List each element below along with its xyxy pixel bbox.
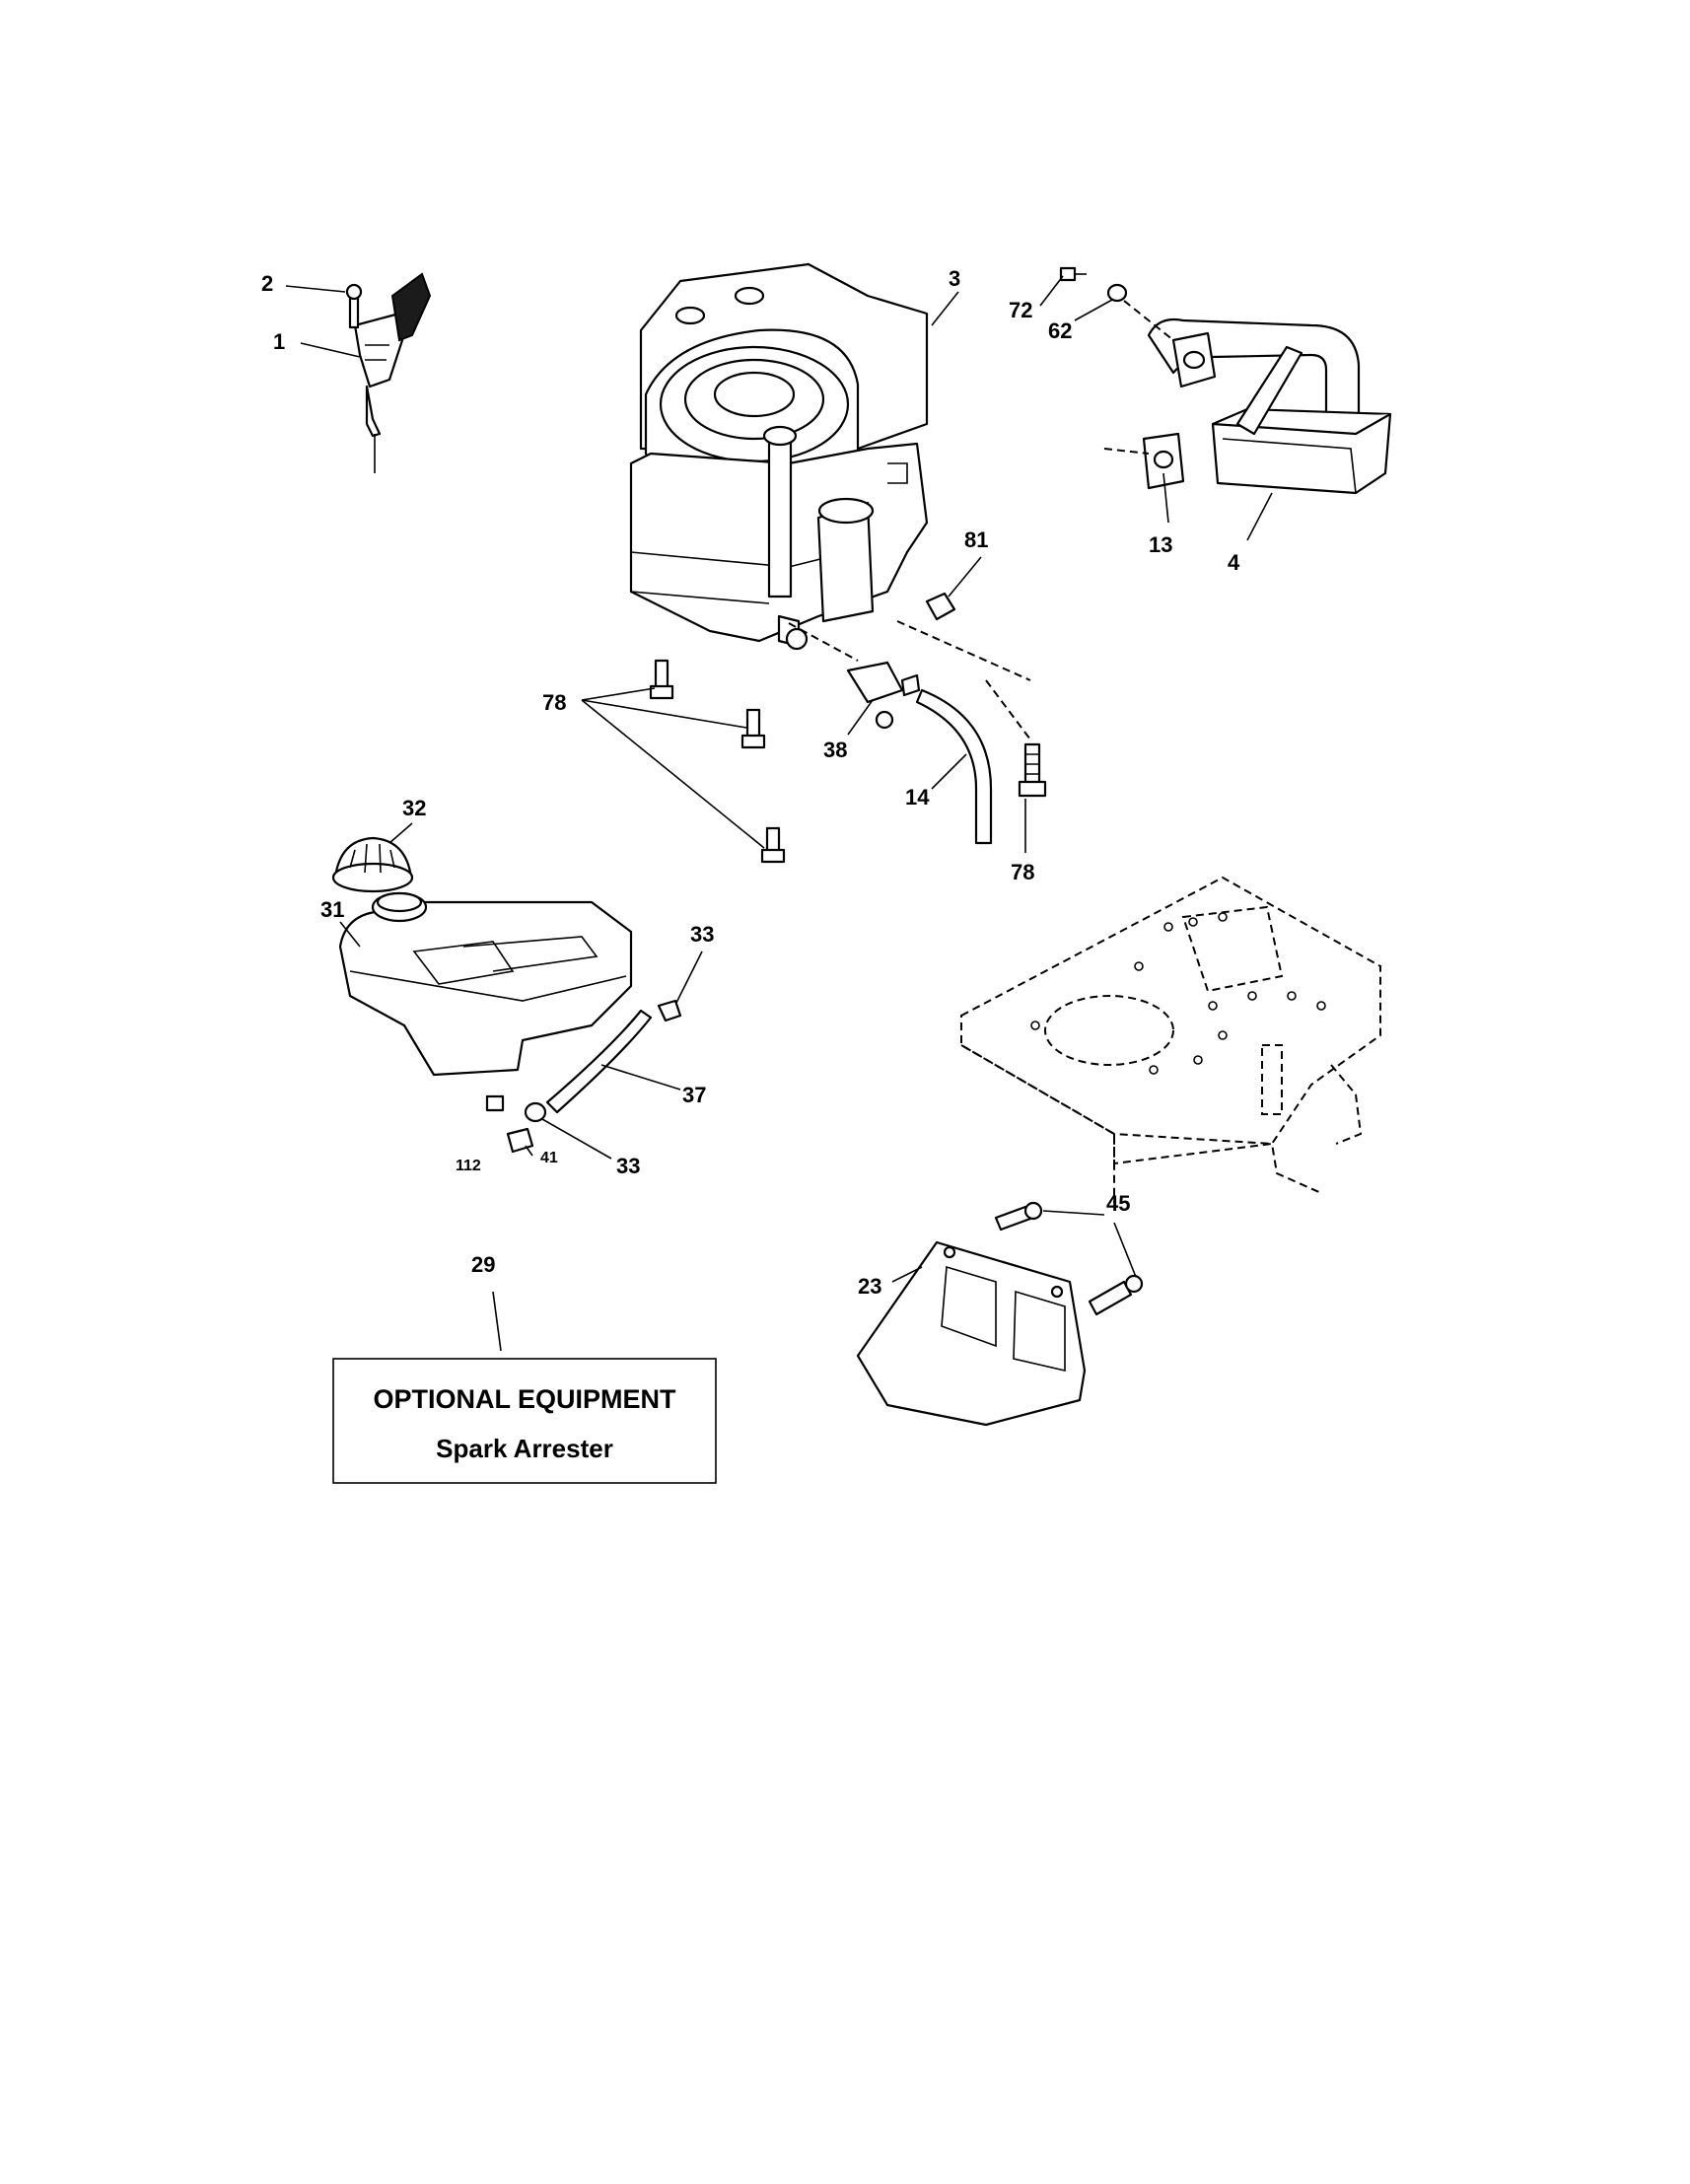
- callout-1: 1: [273, 329, 285, 354]
- throttle-control-assembly: [345, 272, 432, 473]
- callout-78-right: 78: [1011, 860, 1034, 884]
- leader-lines: [285, 275, 1273, 1352]
- optional-equipment-item: Spark Arrester: [436, 1434, 613, 1463]
- callout-31: 31: [320, 897, 344, 922]
- engine-assembly: [629, 262, 929, 651]
- callout-32: 32: [402, 796, 426, 820]
- callout-81: 81: [964, 528, 988, 552]
- optional-equipment-box: OPTIONAL EQUIPMENT Spark Arrester: [332, 1358, 717, 1484]
- callout-29: 29: [471, 1252, 495, 1277]
- fuel-tank-assembly: [331, 836, 682, 1154]
- callout-45: 45: [1106, 1191, 1130, 1216]
- callout-3: 3: [949, 266, 960, 291]
- muffler-assembly: [1059, 266, 1392, 495]
- callout-37: 37: [682, 1083, 706, 1107]
- engine-fasteners: [649, 592, 1047, 864]
- optional-equipment-heading: OPTIONAL EQUIPMENT: [373, 1384, 676, 1414]
- engine-shield-assembly: [856, 1201, 1144, 1427]
- callout-13: 13: [1149, 532, 1172, 557]
- callout-33-upper: 33: [690, 922, 714, 947]
- callout-14: 14: [905, 785, 930, 810]
- callout-112: 112: [456, 1158, 481, 1174]
- engine-mounting-plate: [960, 876, 1381, 1203]
- callout-78-left: 78: [542, 690, 566, 715]
- callout-labels: 2 1 3 72 62 13 4 81 78 38 14 78 32 31 33…: [261, 266, 1240, 1299]
- callout-72: 72: [1009, 298, 1032, 322]
- callout-38: 38: [823, 738, 847, 762]
- callout-62: 62: [1048, 318, 1072, 343]
- callout-2: 2: [261, 271, 273, 296]
- callout-41: 41: [540, 1150, 558, 1166]
- callout-33-lower: 33: [616, 1154, 640, 1178]
- callout-23: 23: [858, 1274, 881, 1299]
- callout-4: 4: [1228, 550, 1240, 575]
